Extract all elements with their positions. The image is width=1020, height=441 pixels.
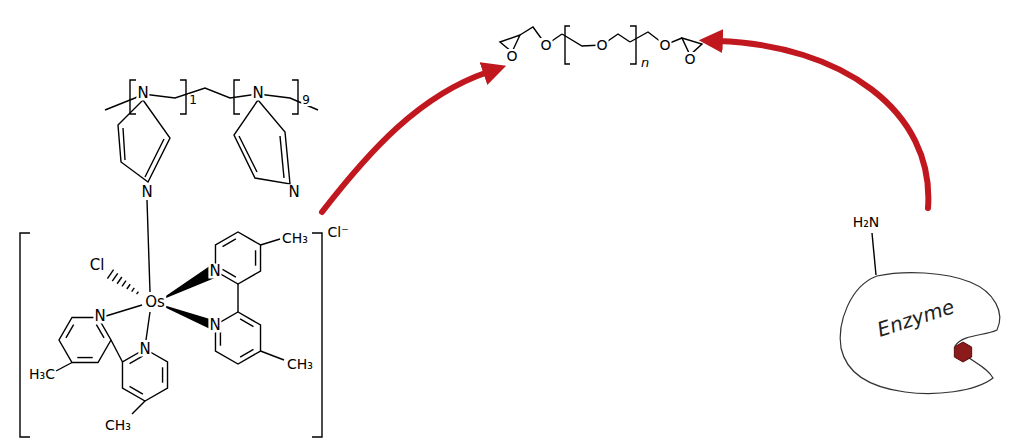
methyl-label: CH₃ <box>104 418 132 432</box>
atom-label: N <box>93 309 106 324</box>
pyridine-ring <box>215 232 260 284</box>
double-bond <box>220 330 221 345</box>
double-bond <box>130 386 143 394</box>
pyridine-ring <box>122 349 167 401</box>
hashed-bond <box>117 277 122 284</box>
crosslinker <box>500 26 702 64</box>
double-bond <box>162 367 163 382</box>
imidazole-ring <box>234 100 290 184</box>
double-bond <box>123 128 125 160</box>
double-bond <box>77 357 92 358</box>
bond <box>237 284 238 312</box>
atom-label: Cl <box>89 258 106 273</box>
atom-label: O <box>539 38 552 52</box>
bond <box>56 363 72 372</box>
double-bond <box>130 356 143 364</box>
double-bond <box>66 325 74 338</box>
hashed-bond <box>137 292 139 295</box>
metal-label: Os <box>144 295 166 310</box>
enzyme-blob: Enzyme <box>835 268 1007 396</box>
atom-label: O <box>658 38 671 52</box>
reaction-arrow <box>322 72 488 212</box>
enzyme-outline <box>840 273 999 394</box>
bond <box>261 351 285 360</box>
atom-label: O <box>595 38 608 52</box>
repeat-bracket <box>234 80 240 114</box>
double-bond <box>223 239 236 247</box>
repeat-bracket <box>630 26 636 64</box>
amine-bond <box>872 233 876 275</box>
atom-label: N <box>287 185 300 200</box>
atom-label: N <box>140 185 153 200</box>
amine-bond <box>872 233 876 275</box>
reaction-arrow <box>718 41 928 208</box>
double-bond <box>145 139 164 177</box>
bond <box>146 312 150 340</box>
hashed-bond <box>122 281 126 287</box>
hashed-bond <box>132 288 135 292</box>
bond <box>261 239 281 245</box>
pyridine-ring <box>59 317 111 362</box>
amine-label: H₂N <box>852 215 881 229</box>
double-bond <box>96 325 104 338</box>
repeat-bracket <box>130 80 136 114</box>
atom-label: N <box>251 86 264 101</box>
chain-bond <box>630 32 682 45</box>
atom-label: N <box>208 318 221 333</box>
counter-ion: Cl⁻ <box>326 225 349 239</box>
repeat-bracket <box>292 80 298 114</box>
double-bond <box>240 319 253 327</box>
double-bond <box>223 269 236 277</box>
bond <box>132 401 145 414</box>
bracket <box>20 233 30 437</box>
bipyridine-ligands <box>56 232 284 414</box>
atom-label: O <box>683 52 696 66</box>
coordination-bond <box>147 200 150 292</box>
methyl-label: H₃C <box>28 367 56 381</box>
subscript: 9 <box>301 94 311 106</box>
hashed-bond <box>127 284 130 289</box>
double-bond <box>240 349 253 357</box>
subscript: 1 <box>188 94 198 106</box>
repeat-count: n <box>640 56 650 69</box>
active-site <box>954 342 971 362</box>
hashed-bond <box>112 273 117 281</box>
double-bond <box>239 136 257 172</box>
pyridine-ring <box>215 312 260 364</box>
repeat-bracket <box>180 80 186 114</box>
double-bond <box>255 250 256 265</box>
atom-label: O <box>505 49 518 63</box>
enzyme-outline <box>835 268 1007 396</box>
polymer-backbone <box>105 80 318 292</box>
atom-label: N <box>136 86 149 101</box>
reaction-arrows <box>322 41 928 212</box>
repeat-bracket <box>565 26 570 64</box>
bracket <box>312 233 322 437</box>
complex-bracket <box>20 233 322 437</box>
hashed-bond <box>107 270 113 279</box>
imidazole-ring <box>118 100 170 182</box>
atom-label: N <box>138 342 151 357</box>
double-bond <box>280 136 284 178</box>
bond <box>106 305 142 316</box>
methyl-label: CH₃ <box>286 357 314 371</box>
bond <box>111 340 123 362</box>
atom-label: N <box>208 264 221 279</box>
methyl-label: CH₃ <box>281 231 309 245</box>
